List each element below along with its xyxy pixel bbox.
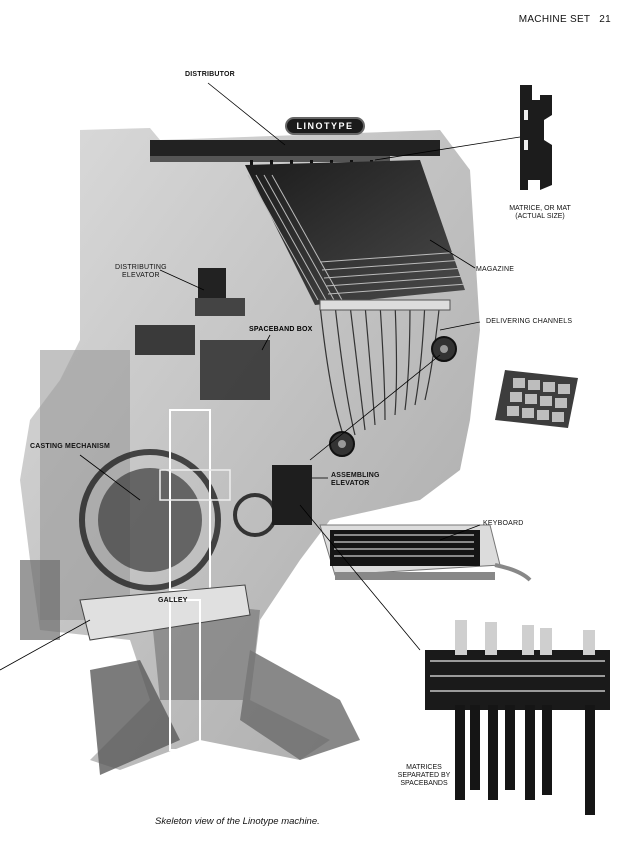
channel-entrance [319,299,451,311]
delivering-channels [319,299,441,441]
running-header: MACHINE SET 21 [519,14,611,25]
distributing-elevator [198,268,226,302]
casting-mechanism [79,409,277,591]
label-delivering-channels: DELIVERING CHANNELS [486,318,573,325]
upper-transfer-carriage [135,325,195,355]
label-keyboard: KEYBOARD [483,520,524,527]
handwheel-upper-hub [440,345,448,353]
section-title: MACHINE SET [518,14,591,25]
page-number: 21 [599,14,611,25]
galley [79,584,251,751]
magazine [245,160,468,305]
label-galley: GALLEY [158,597,188,604]
linotype-nameplate: LINOTYPE [285,117,365,135]
label-distributing-elevator: DISTRIBUTING ELEVATOR [115,264,167,279]
spaceband-box [200,340,270,400]
font-tray [495,370,578,428]
label-spaceband-box: SPACEBAND BOX [249,326,313,333]
matrice-actual-size [520,85,552,190]
assembling-elevator [272,465,312,525]
elevator-bar [195,298,245,316]
label-matrice: MATRICE, OR MAT (ACTUAL SIZE) [509,205,571,220]
matrices-group [425,620,610,815]
label-distributor: DISTRIBUTOR [185,71,235,78]
label-casting-mechanism: CASTING MECHANISM [30,443,111,450]
figure-caption: Skeleton view of the Linotype machine. [155,816,320,827]
handwheel-lower-hub [338,440,346,448]
label-magazine: MAGAZINE [476,266,515,273]
keyboard [319,524,532,582]
label-matrices-separated: MATRICES SEPARATED BY SPACEBANDS [397,764,451,787]
leader-lines [0,82,521,671]
label-assembling-elevator: ASSEMBLING ELEVATOR [331,472,380,487]
